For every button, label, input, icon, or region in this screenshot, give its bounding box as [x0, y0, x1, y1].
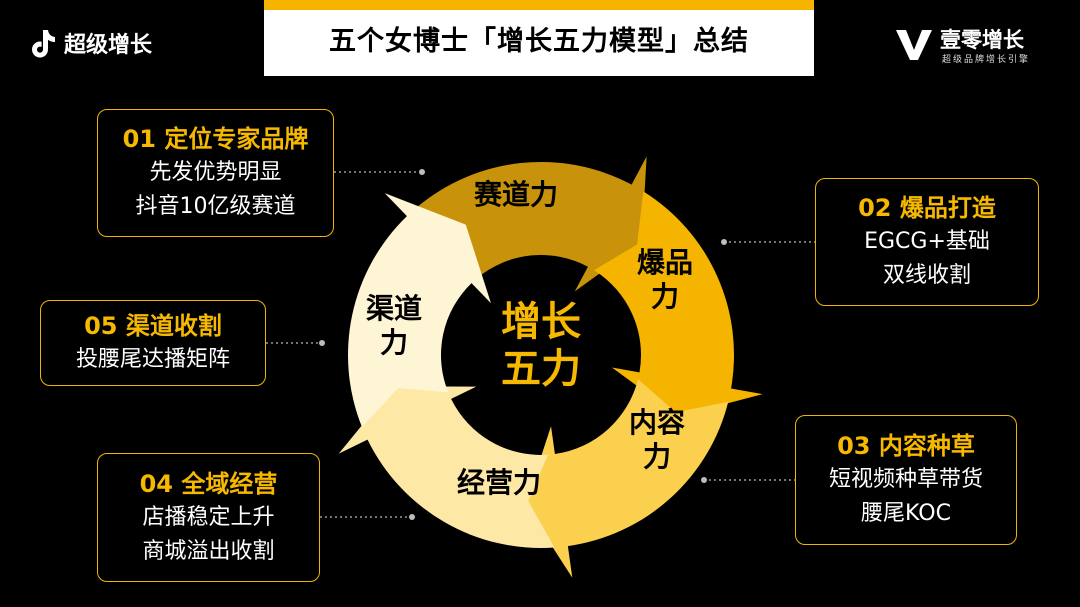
left-brand-name: 超级增长: [64, 33, 153, 58]
tiktok-icon: [32, 30, 55, 58]
connector-dot-04: [409, 514, 415, 520]
box-01-positioning: 01 定位专家品牌 先发优势明显 抖音10亿级赛道: [97, 109, 334, 237]
box-04-omni-channel: 04 全域经营 店播稳定上升 商城溢出收割: [97, 453, 320, 582]
cycle-segment-content: [525, 379, 729, 578]
cycle-label-hit-product-1: 爆品: [637, 246, 693, 279]
right-brand-name: 壹零增长: [940, 28, 1024, 52]
box-03-line2: 腰尾KOC: [861, 501, 951, 526]
box-05-channel: 05 渠道收割 投腰尾达播矩阵: [40, 300, 266, 386]
page-title-bar: 五个女博士「增长五力模型」总结: [264, 0, 814, 76]
box-01-line2: 抖音10亿级赛道: [135, 194, 296, 219]
box-02-line1: EGCG+基础: [864, 229, 990, 254]
box-04-heading: 04 全域经营: [139, 469, 278, 498]
box-05-heading: 05 渠道收割: [84, 312, 222, 340]
box-02-line2: 双线收割: [882, 263, 971, 288]
box-04-line2: 商城溢出收割: [142, 538, 275, 564]
brand-logo-icon: [896, 29, 932, 60]
box-02-hit-product: 02 爆品打造 EGCG+基础 双线收割: [815, 178, 1039, 306]
box-05-line1: 投腰尾达播矩阵: [75, 347, 230, 372]
cycle-segment-channel: [348, 193, 491, 428]
cycle-label-track-1: 赛道力: [474, 178, 558, 211]
cycle-label-channel-2: 力: [380, 326, 408, 359]
cycle-label-content-2: 力: [643, 440, 671, 473]
center-label-line1: 增长: [501, 299, 581, 345]
cycle-segment-hit-product: [593, 191, 763, 417]
connector-dot-03: [701, 477, 707, 483]
right-brand: 壹零增长 超级品牌增长引擎: [894, 24, 1054, 72]
connector-dot-05: [319, 340, 325, 346]
box-03-line1: 短视频种草带货: [828, 467, 983, 492]
box-03-content: 03 内容种草 短视频种草带货 腰尾KOC: [795, 415, 1017, 545]
cycle-segment-operation: [338, 386, 555, 548]
tiktok-brand: 超级增长: [28, 26, 152, 60]
cycle-label-hit-product-2: 力: [651, 280, 679, 313]
cycle-label-operation-1: 经营力: [457, 466, 541, 499]
box-02-heading: 02 爆品打造: [858, 194, 996, 222]
connector-dot-01: [419, 169, 425, 175]
cycle-label-content-1: 内容: [629, 406, 685, 439]
center-label-line2: 五力: [501, 346, 581, 392]
connector-dot-02: [721, 239, 727, 245]
box-01-heading: 01 定位专家品牌: [122, 125, 309, 153]
box-01-line1: 先发优势明显: [149, 160, 282, 185]
box-04-line1: 店播稳定上升: [142, 504, 275, 530]
right-brand-tagline: 超级品牌增长引擎: [942, 55, 1031, 65]
box-03-heading: 03 内容种草: [837, 432, 975, 460]
page-title: 五个女博士「增长五力模型」总结: [329, 25, 749, 57]
cycle-label-channel-1: 渠道: [366, 292, 422, 325]
